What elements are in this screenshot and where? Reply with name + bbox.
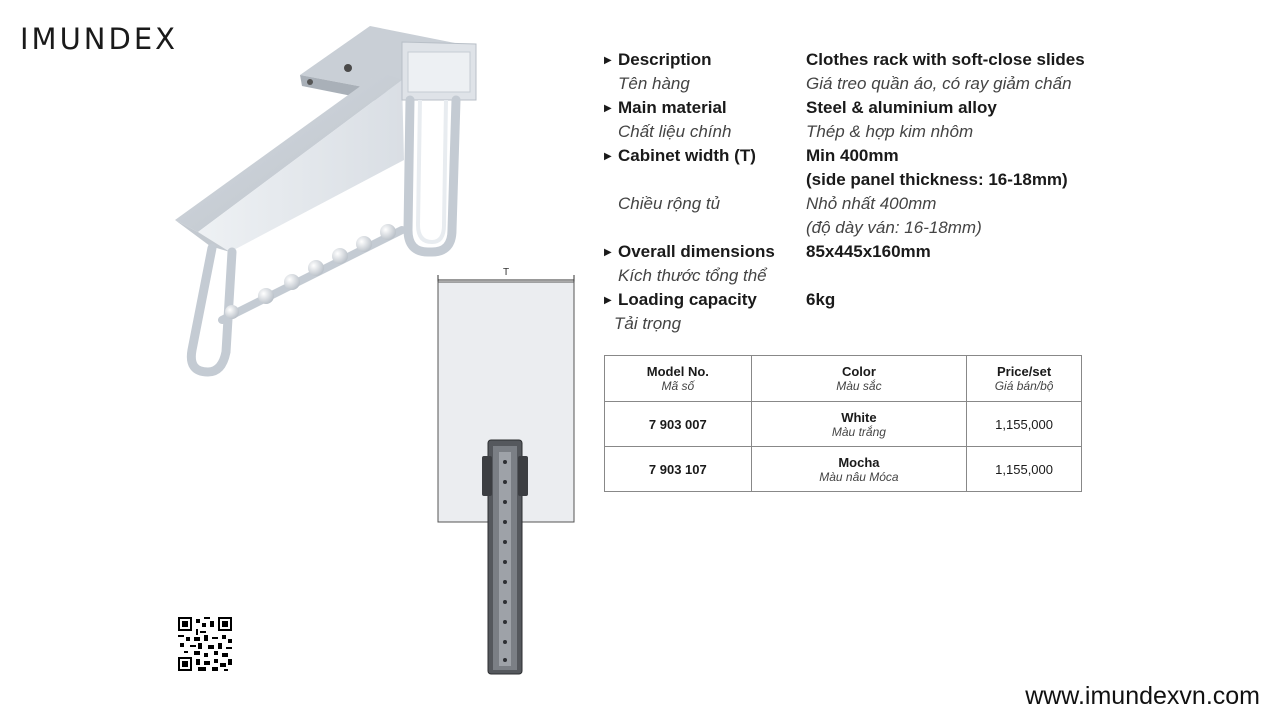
spec-row: ▶ Main material Steel & aluminium alloy: [604, 98, 1124, 122]
spec-label: Cabinet width (T): [618, 146, 756, 165]
spec-value: Min 400mm: [806, 146, 899, 165]
spec-label-vi: Kích thước tổng thể: [618, 266, 767, 285]
spec-label: Description: [618, 50, 712, 69]
spec-row: Tải trọng: [604, 314, 1124, 338]
table-header-row: Model No. Mã số Color Màu sắc Price/set …: [604, 355, 1082, 402]
bullet-icon: ▶: [604, 103, 612, 114]
spec-value-vi: Nhỏ nhất 400mm: [806, 194, 937, 213]
brand-logo: IMUNDEX: [20, 22, 179, 56]
spec-label-vi: Chiều rộng tủ: [618, 194, 721, 213]
spec-row: (side panel thickness: 16-18mm): [604, 170, 1124, 194]
color-name: White: [841, 409, 877, 425]
spec-row: ▶ Description Clothes rack with soft-clo…: [604, 50, 1124, 74]
model-number: 7 903 107: [648, 461, 707, 477]
cell-color: White Màu trắng: [750, 401, 968, 447]
bullet-icon: ▶: [604, 295, 612, 306]
spec-label: Loading capacity: [618, 290, 757, 309]
spec-value-vi: (độ dày ván: 16-18mm): [806, 218, 982, 237]
spec-label: Main material: [618, 98, 727, 117]
bullet-icon: ▶: [604, 151, 612, 162]
price-table: Model No. Mã số Color Màu sắc Price/set …: [604, 355, 1082, 492]
header-color: Color Màu sắc: [750, 355, 968, 402]
header-label: Price/set: [996, 364, 1052, 379]
model-number: 7 903 007: [648, 416, 707, 432]
spec-label: Overall dimensions: [618, 242, 775, 261]
header-label-vi: Màu sắc: [836, 379, 882, 393]
header-label: Model No.: [646, 364, 709, 379]
spec-value: Steel & aluminium alloy: [806, 98, 997, 117]
table-row: 7 903 007 White Màu trắng 1,155,000: [604, 401, 1082, 447]
spec-row: Tên hàng Giá treo quần áo, có ray giảm c…: [604, 74, 1124, 98]
website-url[interactable]: www.imundexvn.com: [1025, 682, 1260, 710]
qr-code[interactable]: [178, 617, 232, 671]
spec-value-vi: Giá treo quần áo, có ray giảm chấn: [806, 74, 1072, 93]
spec-value: (side panel thickness: 16-18mm): [806, 170, 1068, 189]
bullet-icon: ▶: [604, 247, 612, 258]
spec-row: ▶ Overall dimensions 85x445x160mm: [604, 242, 1124, 266]
spec-label-vi: Tên hàng: [618, 74, 690, 93]
spec-label-vi: Chất liệu chính: [618, 122, 732, 141]
bullet-icon: ▶: [604, 55, 612, 66]
specifications: ▶ Description Clothes rack with soft-clo…: [604, 50, 1124, 338]
dimension-label: T: [503, 267, 509, 278]
spec-value: Clothes rack with soft-close slides: [806, 50, 1085, 69]
spec-row: (độ dày ván: 16-18mm): [604, 218, 1124, 242]
spec-row: Chất liệu chính Thép & hợp kim nhôm: [604, 122, 1124, 146]
cabinet-diagram: T: [437, 267, 575, 675]
header-price: Price/set Giá bán/bộ: [966, 355, 1082, 402]
header-label-vi: Mã số: [661, 379, 695, 393]
price-value: 1,155,000: [995, 416, 1053, 432]
header-model: Model No. Mã số: [604, 355, 752, 402]
spec-label-vi: Tải trọng: [614, 314, 682, 333]
color-name: Mocha: [838, 454, 880, 470]
header-label-vi: Giá bán/bộ: [994, 379, 1054, 393]
cell-model: 7 903 107: [604, 446, 752, 492]
spec-value: 85x445x160mm: [806, 242, 931, 261]
spec-row: Chiều rộng tủ Nhỏ nhất 400mm: [604, 194, 1124, 218]
price-value: 1,155,000: [995, 461, 1053, 477]
table-row: 7 903 107 Mocha Màu nâu Mócа 1,155,000: [604, 446, 1082, 492]
header-label: Color: [841, 364, 876, 379]
cell-color: Mocha Màu nâu Mócа: [750, 446, 968, 492]
spec-row: ▶ Loading capacity 6kg: [604, 290, 1124, 314]
spec-row: ▶ Cabinet width (T) Min 400mm: [604, 146, 1124, 170]
spec-row: Kích thước tổng thể: [604, 266, 1124, 290]
color-name-vi: Màu trắng: [831, 424, 886, 439]
spec-value-vi: Thép & hợp kim nhôm: [806, 122, 974, 141]
cell-price: 1,155,000: [966, 401, 1082, 447]
product-image: [175, 26, 477, 377]
color-name-vi: Màu nâu Mócа: [819, 469, 899, 484]
spec-value: 6kg: [806, 290, 836, 309]
cell-model: 7 903 007: [604, 401, 752, 447]
cell-price: 1,155,000: [966, 446, 1082, 492]
